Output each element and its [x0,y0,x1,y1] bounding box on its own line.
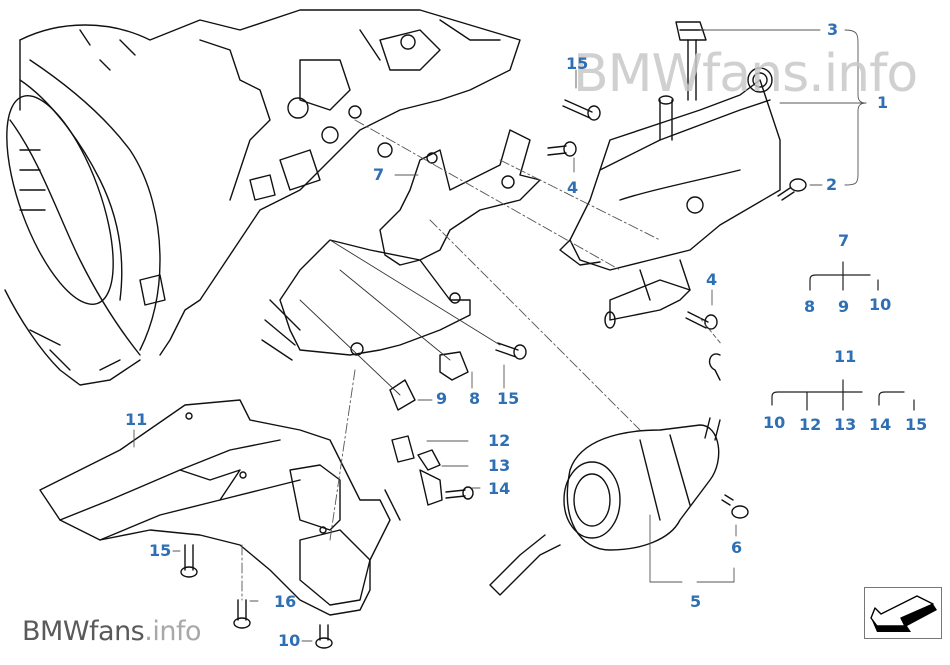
reservoir [559,21,781,329]
legend-tree-7 [809,261,879,291]
leader-lines [133,29,867,642]
callout-7[interactable]: 7 [373,165,385,184]
back-button[interactable] [864,587,942,639]
cylinder-5 [489,353,721,596]
bolts-lower [180,544,333,649]
bolt-2 [777,178,807,201]
callout-11[interactable]: 11 [125,410,148,429]
back-arrow-icon [870,595,937,632]
legend-11-child[interactable]: 15 [905,415,928,434]
watermark-small: BMWfans.info [22,616,201,647]
callout-13[interactable]: 13 [488,456,511,475]
legend-7-child[interactable]: 9 [838,297,850,316]
legend-11-child[interactable]: 13 [834,415,857,434]
callout-9[interactable]: 9 [436,389,448,408]
callout-1[interactable]: 1 [877,93,889,112]
legend-11-child[interactable]: 10 [763,413,786,432]
legend-7-child[interactable]: 8 [804,297,816,316]
legend-11-parent[interactable]: 11 [834,347,857,366]
clips [389,351,469,411]
legend-11-child[interactable]: 14 [869,415,892,434]
transmission-housing [4,9,521,386]
watermark-large: BMWfans.info [573,44,918,104]
bolt-6 [721,494,749,519]
callout-6[interactable]: 6 [731,538,743,557]
heat-shield-11 [39,399,391,616]
legend-tree-11 [771,379,915,411]
callout-4[interactable]: 4 [706,270,718,289]
callout-15[interactable]: 15 [497,389,520,408]
callout-15[interactable]: 15 [566,54,589,73]
callout-10[interactable]: 10 [278,631,301,650]
callout-16[interactable]: 16 [274,592,297,611]
bracket-7 [261,129,541,361]
legend-11-child[interactable]: 12 [799,415,822,434]
callout-5[interactable]: 5 [690,592,702,611]
bolts-top [495,99,718,360]
watermark-suffix: .info [144,616,201,647]
watermark-brand: BMWfans [22,616,145,647]
callout-12[interactable]: 12 [488,431,511,450]
legend-7-child[interactable]: 10 [869,295,892,314]
callout-4[interactable]: 4 [567,178,579,197]
callout-3[interactable]: 3 [827,20,839,39]
callout-14[interactable]: 14 [488,479,511,498]
callout-2[interactable]: 2 [826,175,838,194]
legend-7-parent[interactable]: 7 [838,231,850,250]
parts-12-14 [384,435,474,521]
callout-8[interactable]: 8 [469,389,481,408]
callout-15[interactable]: 15 [149,541,172,560]
